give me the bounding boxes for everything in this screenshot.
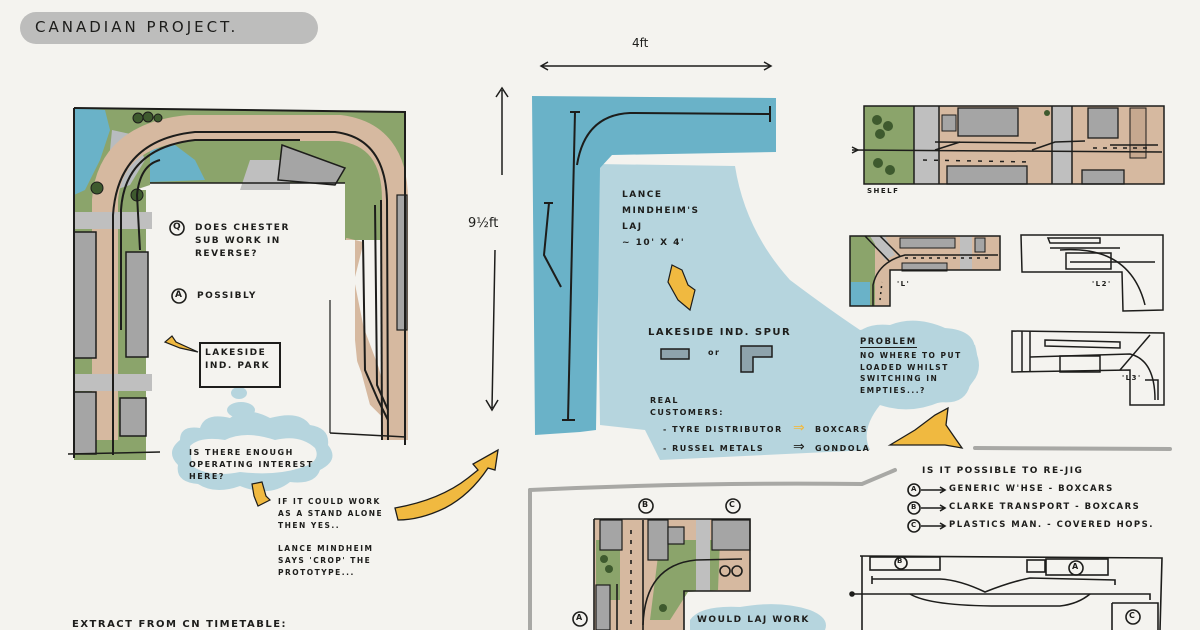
lakeside-label: Lakeside Ind. Park bbox=[205, 348, 271, 371]
customer-car-type: Boxcars bbox=[815, 425, 868, 434]
customer-row: - Russel Metals bbox=[663, 444, 765, 453]
bottom-center-plan bbox=[593, 518, 826, 630]
l-label: 'L' bbox=[897, 280, 911, 288]
width-dimension-label: 4ft bbox=[632, 36, 649, 50]
l2-label: 'L2' bbox=[1092, 280, 1112, 288]
spur-label: Lakeside Ind. Spur bbox=[648, 327, 792, 338]
page-title: Canadian Project. bbox=[35, 18, 239, 36]
arrow-right-icon: ⇒ bbox=[793, 420, 805, 436]
l3-plan bbox=[1011, 330, 1165, 406]
left-layout-plan bbox=[67, 107, 408, 460]
transition-arrow-icon bbox=[394, 448, 499, 521]
answer-marker: A bbox=[175, 290, 184, 300]
divider-line bbox=[973, 446, 1172, 451]
marker-c: C bbox=[1129, 611, 1137, 620]
lakeside-label-box bbox=[199, 342, 281, 388]
rejig-marker: A bbox=[911, 485, 918, 493]
marker-a: A bbox=[1072, 562, 1080, 571]
customers-heading: Real customers: bbox=[650, 396, 724, 417]
rejig-item: Clarke Transport - Boxcars bbox=[949, 502, 1141, 512]
laj-cloud-text: Would LAJ work bbox=[697, 615, 810, 625]
rejig-marker: C bbox=[911, 521, 918, 529]
laj-label: Lance Mindheim's LAJ ~ 10' x 4' bbox=[622, 190, 700, 248]
rejig-marker: B bbox=[911, 503, 918, 511]
shelf-label: Shelf bbox=[867, 187, 900, 195]
rejig-item: Plastics Man. - Covered hops. bbox=[949, 520, 1155, 530]
height-dimension-label: 9½ft bbox=[468, 216, 499, 231]
shelf-plan bbox=[851, 105, 1165, 185]
timetable-heading: Extract from CN timetable: bbox=[72, 619, 288, 630]
question-text: Does Chester sub work in reverse? bbox=[195, 223, 290, 259]
rejig-heading: Is it possible to re-jig bbox=[922, 466, 1084, 476]
marker-b: B bbox=[642, 500, 650, 509]
thought-cloud-text: Is there enough operating interest here? bbox=[189, 448, 314, 481]
customer-car-type: Gondola bbox=[815, 444, 871, 453]
problem-heading: Problem bbox=[860, 337, 917, 348]
pointer-arrow-icon bbox=[887, 406, 964, 449]
answer-text: Possibly bbox=[197, 291, 257, 301]
quote-text: Lance Mindheim says 'crop' the prototype… bbox=[278, 544, 374, 577]
marker-c: C bbox=[729, 500, 737, 509]
arrow-right-icon: ⇒ bbox=[793, 439, 805, 455]
customer-row: - Tyre distributor bbox=[663, 425, 783, 434]
marker-b: B bbox=[897, 557, 904, 565]
l3-label: 'L3' bbox=[1122, 374, 1142, 382]
marker-circles bbox=[169, 220, 1141, 627]
title-pill bbox=[20, 12, 318, 44]
reply-text: If it could work as a stand alone then y… bbox=[278, 497, 384, 530]
callout-arrow-icon bbox=[163, 335, 199, 353]
rejig-arrows bbox=[921, 486, 947, 530]
or-label: or bbox=[708, 348, 721, 357]
down-arrow-icon bbox=[667, 264, 696, 312]
question-marker: Q bbox=[173, 222, 183, 232]
center-plan bbox=[485, 61, 979, 460]
down-arrow-icon bbox=[251, 481, 272, 507]
divider-line bbox=[528, 468, 897, 492]
rejig-item: Generic w'hse - Boxcars bbox=[949, 484, 1114, 494]
marker-a: A bbox=[576, 613, 584, 622]
bottom-right-plan bbox=[849, 555, 1163, 630]
l2-plan bbox=[1020, 234, 1164, 312]
problem-text: No where to put loaded whilst switching … bbox=[860, 351, 962, 395]
l-plan bbox=[849, 235, 1001, 307]
